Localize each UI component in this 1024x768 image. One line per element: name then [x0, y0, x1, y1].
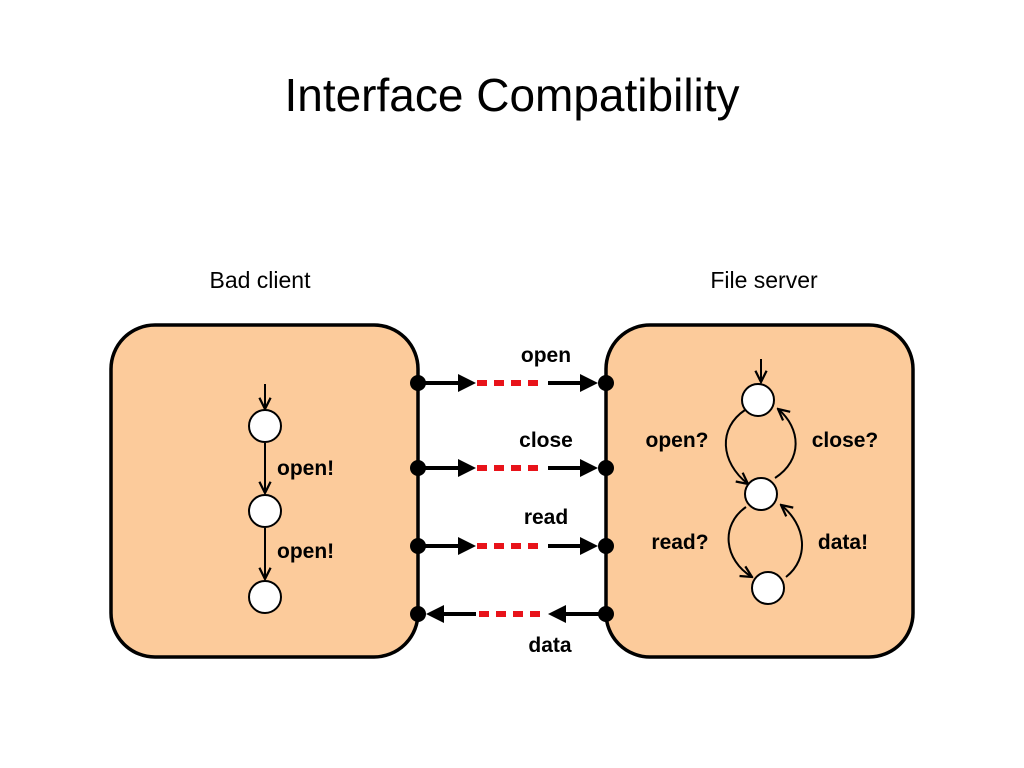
arrowhead — [458, 537, 476, 555]
channel-label-close: close — [519, 429, 573, 452]
server-transition-label: data! — [818, 531, 868, 554]
channel-label-open: open — [521, 344, 571, 367]
server-transition-label: open? — [646, 429, 709, 452]
client-transition-label: open! — [277, 540, 334, 563]
arrowhead — [580, 374, 598, 392]
channel-data: data — [410, 605, 614, 657]
arrowhead — [458, 459, 476, 477]
state-node — [751, 571, 785, 605]
state-node — [248, 409, 282, 443]
channel-close: close — [410, 429, 614, 477]
state-node — [744, 477, 778, 511]
client-heading: Bad client — [209, 267, 311, 293]
channel-label-data: data — [528, 634, 572, 657]
slide-title: Interface Compatibility — [284, 69, 740, 121]
port-dot — [598, 538, 614, 554]
state-node — [248, 494, 282, 528]
server-transition-label: read? — [651, 531, 708, 554]
transition-arrow-data — [781, 505, 803, 578]
server-transition-label: close? — [812, 429, 879, 452]
transition-arrow-read — [727, 506, 752, 577]
arrowhead — [580, 537, 598, 555]
arrowhead — [458, 374, 476, 392]
client-automaton: open! open! — [248, 384, 334, 614]
port-dot — [598, 375, 614, 391]
client-transition-label: open! — [277, 457, 334, 480]
channel-label-read: read — [524, 506, 568, 529]
channel-open: open — [410, 344, 614, 392]
state-node — [248, 580, 282, 614]
arrowhead — [548, 605, 566, 623]
port-dot — [410, 606, 426, 622]
channel-read: read — [410, 506, 614, 555]
arrowhead — [580, 459, 598, 477]
state-node — [741, 383, 775, 417]
server-heading: File server — [710, 267, 818, 293]
transition-arrow-close — [774, 409, 797, 479]
arrowhead — [426, 605, 444, 623]
transition-arrow-open — [724, 409, 748, 484]
port-dot — [598, 460, 614, 476]
server-automaton: open? close? read? data! — [646, 359, 879, 605]
